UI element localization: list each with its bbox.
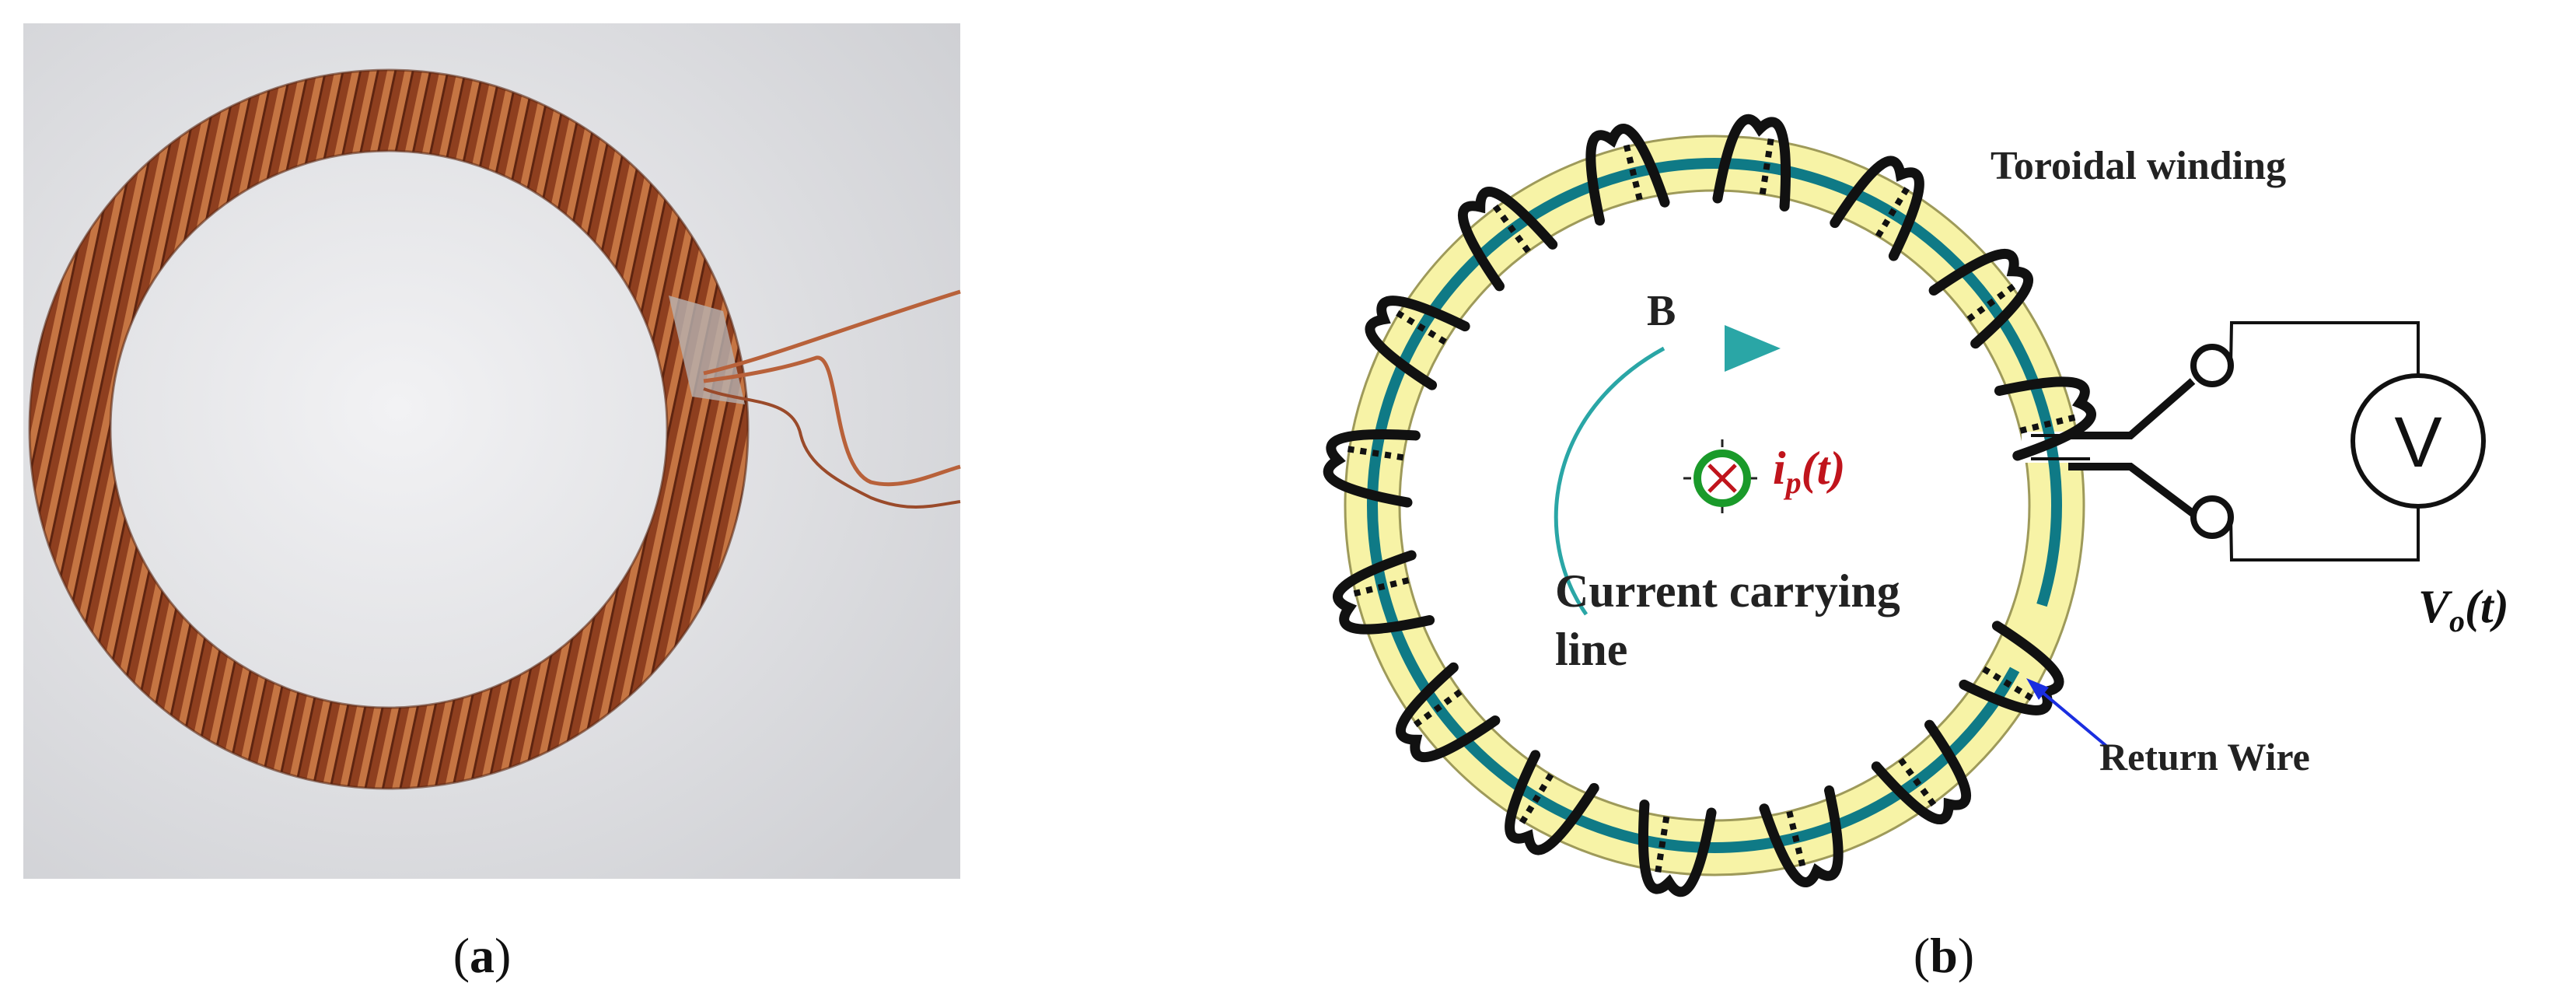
- winding-back-segment: [1898, 757, 1937, 807]
- winding-back-segment: [1623, 143, 1643, 201]
- circuit-wire-bottom: [2229, 498, 2420, 561]
- label-current: ip(t): [1773, 443, 1845, 500]
- panel-b-label: (b): [1914, 928, 1974, 983]
- winding-turn: [1928, 248, 2033, 349]
- toroid-core-outer-edge: [1344, 135, 2085, 876]
- lead-wire-3: [703, 387, 961, 509]
- label-output-voltage: Vo(t): [2418, 581, 2509, 638]
- winding-turn: [1585, 124, 1670, 226]
- label-field-b: B: [1647, 287, 1676, 335]
- voltmeter: [2351, 373, 2486, 509]
- copper-coil-inner-edge: [109, 149, 669, 709]
- winding-back-segment: [1413, 689, 1463, 728]
- winding-back-segment: [1492, 204, 1531, 254]
- label-toroidal-winding: Toroidal winding: [1991, 144, 2286, 188]
- panel-a-photo: [23, 23, 961, 879]
- terminal-top: [2190, 344, 2234, 387]
- return-wire-line: [1367, 158, 2062, 853]
- lead-wire-2: [703, 355, 961, 487]
- lead-to-terminal-bottom: [2068, 463, 2195, 516]
- winding-back-segment: [1966, 283, 2016, 322]
- circuit-wire-top: [2229, 321, 2420, 385]
- panel-b-diagram: V: [1323, 114, 2486, 897]
- winding-turn: [1365, 296, 1470, 390]
- winding-back-segment: [1395, 310, 1447, 345]
- label-current-carrying-line: Current carrying line: [1555, 565, 1912, 675]
- winding-back-segment: [1346, 446, 1404, 461]
- winding-back-segment: [1786, 810, 1806, 868]
- toroidal-winding-turns: [1323, 114, 2096, 897]
- current-marker-cross-b: [1707, 464, 1737, 493]
- winding-turn: [1871, 719, 1972, 824]
- lead-wire-1: [703, 289, 961, 376]
- winding-back-segment: [1875, 186, 1910, 238]
- winding-back-segment: [2019, 414, 2077, 434]
- terminal-bottom: [2190, 495, 2234, 539]
- lead-to-terminal-top: [2068, 378, 2196, 439]
- winding-back-segment: [1655, 816, 1670, 874]
- copper-coil-ring: [30, 70, 748, 789]
- winding-turn: [1323, 429, 1421, 508]
- winding-turn: [1638, 799, 1717, 897]
- field-arrow-head: [1725, 325, 1781, 372]
- winding-turn: [1712, 114, 1791, 212]
- winding-turn: [1457, 187, 1558, 292]
- winding-back-segment: [1352, 577, 1410, 597]
- copper-coil-outer-edge: [28, 68, 750, 790]
- winding-back-segment: [1519, 773, 1554, 825]
- winding-turn: [1396, 662, 1501, 763]
- winding-turn: [1505, 750, 1599, 855]
- field-arrow-arc: [1554, 346, 1665, 616]
- panel-a-label: (a): [453, 928, 512, 983]
- label-return-wire: Return Wire: [2099, 735, 2310, 778]
- winding-turn: [1333, 550, 1435, 635]
- winding-turn: [1759, 785, 1844, 887]
- winding-back-segment: [1982, 666, 2034, 701]
- return-wire-pointer-head: [2026, 678, 2049, 700]
- winding-back-segment: [1759, 137, 1774, 195]
- winding-turn: [1830, 156, 1924, 261]
- voltmeter-symbol: V: [2394, 403, 2441, 482]
